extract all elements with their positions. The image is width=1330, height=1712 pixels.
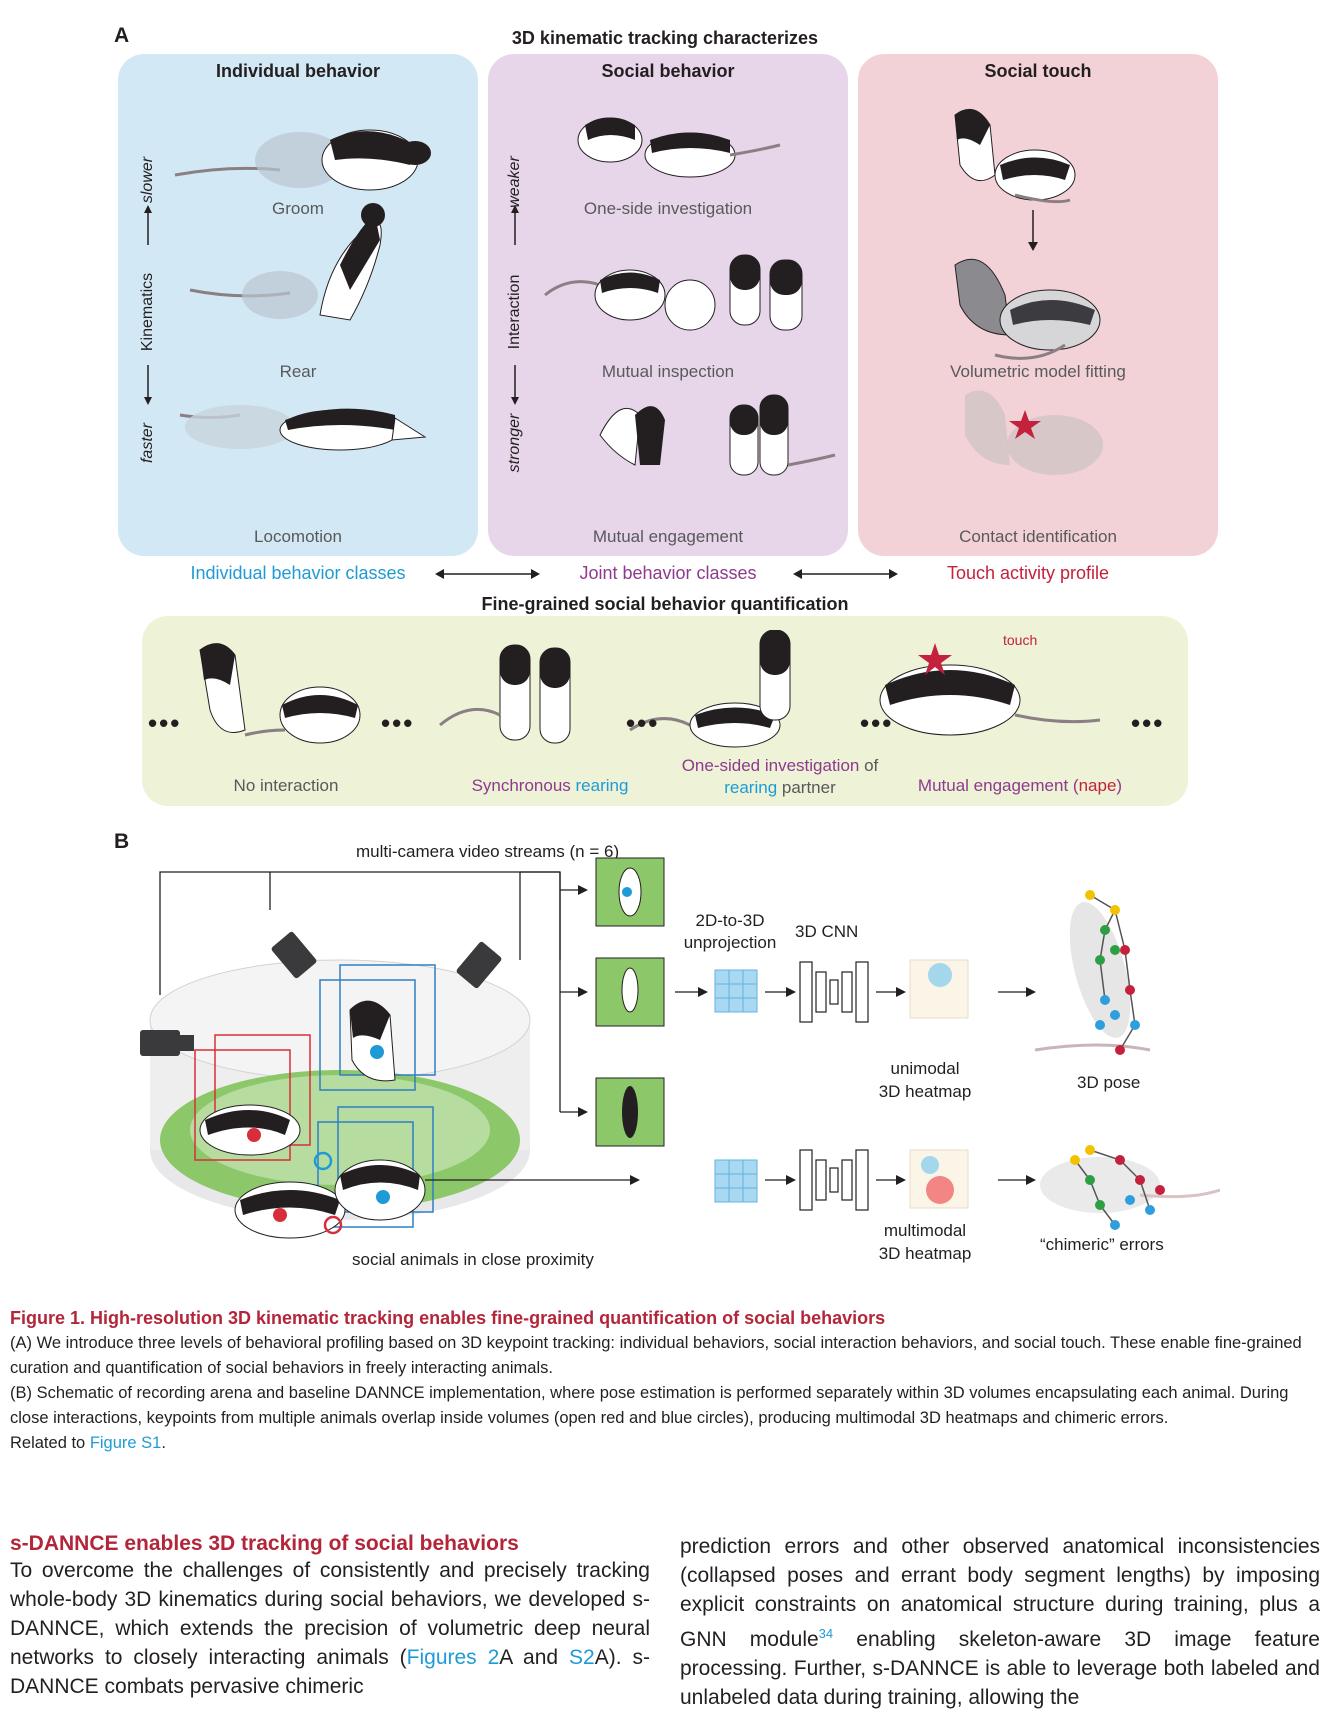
figure-s2-link[interactable]: S2 [569, 1646, 595, 1669]
synchronous-rearing-label: Synchronous rearing [471, 776, 629, 795]
ellipsis-2: ••• [381, 708, 415, 738]
panel-a-letter: A [114, 24, 130, 47]
mutual-engagement-label: Mutual engagement [592, 527, 744, 546]
touch-activity-profile: Touch activity profile [946, 563, 1110, 583]
ellipsis-5: ••• [1131, 708, 1165, 738]
section-title: s-DANNCE enables 3D tracking of social b… [10, 1532, 519, 1555]
one-side-investigation-label: One-side investigation [583, 199, 753, 218]
double-arrow-left [435, 569, 540, 579]
caption-related: Related to Figure S1. [10, 1434, 166, 1452]
figure-2-link[interactable]: Figures 2 [406, 1646, 500, 1669]
pipeline-diagram [140, 857, 1220, 1239]
touch-label: touch [1003, 632, 1038, 648]
right-body-text: prediction errors and other observed ana… [680, 1535, 1320, 1709]
mutual-inspection-label: Mutual inspection [601, 362, 735, 381]
kinematics-axis-arrow [144, 205, 152, 405]
caption-b: (B) Schematic of recording arena and bas… [10, 1384, 1289, 1427]
joint-behavior-classes: Joint behavior classes [579, 563, 757, 583]
contact-identification-label: Contact identification [959, 527, 1117, 546]
individual-behavior-heading: Individual behavior [215, 61, 381, 81]
rear-label: Rear [279, 362, 317, 381]
ellipsis-1: ••• [148, 708, 182, 738]
arena-label: social animals in close proximity [352, 1250, 594, 1269]
social-behavior-heading: Social behavior [601, 61, 735, 81]
ellipsis-3: ••• [626, 708, 660, 738]
caption-a: (A) We introduce three levels of behavio… [10, 1334, 1302, 1377]
double-arrow-right [793, 569, 898, 579]
mutual-engagement-nape-label: Mutual engagement (nape) [917, 776, 1123, 795]
individual-rat-illustrations [174, 129, 431, 451]
kinematics-faster-label: faster [139, 423, 156, 464]
chimeric-errors-label: “chimeric” errors [1040, 1235, 1164, 1254]
touch-illustrations [954, 108, 1103, 475]
interaction-axis-arrow [511, 205, 519, 405]
social-rat-illustrations [544, 117, 836, 476]
locomotion-label: Locomotion [254, 527, 342, 546]
figure-caption: Figure 1. High-resolution 3D kinematic t… [10, 1308, 1320, 1456]
right-column: prediction errors and other observed ana… [680, 1532, 1320, 1712]
social-touch-heading: Social touch [984, 61, 1092, 81]
volumetric-model-fitting-label: Volumetric model fitting [950, 362, 1126, 381]
3d-pose-label: 3D pose [1077, 1073, 1141, 1092]
video-streams-label: multi-camera video streams (n = 6) [356, 842, 620, 861]
individual-behavior-classes: Individual behavior classes [190, 563, 406, 583]
left-body-text: To overcome the challenges of consistent… [10, 1559, 650, 1698]
no-interaction-label: No interaction [233, 776, 339, 795]
3d-cnn-label: 3D CNN [795, 922, 859, 941]
figure-s1-link[interactable]: Figure S1 [89, 1434, 162, 1452]
interaction-stronger-label: stronger [506, 413, 523, 473]
fine-grained-title: Fine-grained social behavior quantificat… [481, 594, 849, 614]
panel-a-title: 3D kinematic tracking characterizes [511, 28, 819, 48]
fine-grained-illustrations [199, 630, 1101, 748]
ellipsis-4: ••• [860, 708, 894, 738]
caption-title: Figure 1. High-resolution 3D kinematic t… [10, 1308, 886, 1328]
reference-34-link[interactable]: 34 [818, 1626, 834, 1641]
left-column: s-DANNCE enables 3D tracking of social b… [10, 1532, 650, 1701]
panel-b-letter: B [114, 830, 130, 853]
groom-label: Groom [272, 199, 324, 218]
